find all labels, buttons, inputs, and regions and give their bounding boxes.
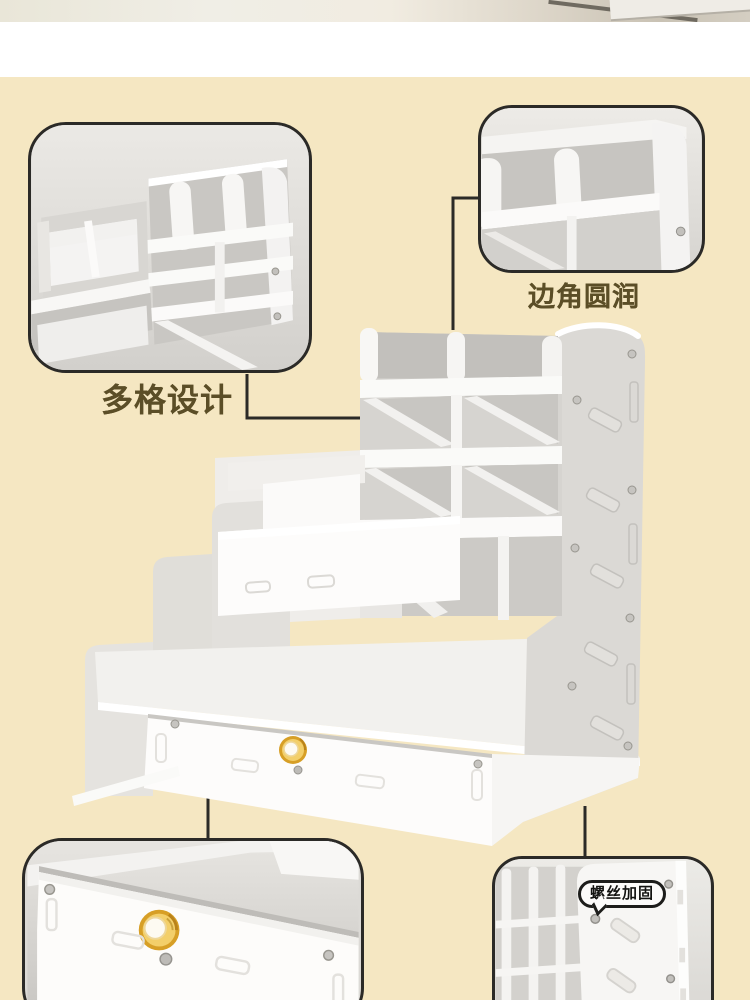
multi-compartment-closeup-photo (31, 125, 309, 370)
badge-screw-reinforced: 螺丝加固 (578, 880, 667, 908)
rounded-corner-closeup-photo (481, 108, 701, 270)
white-divider-band (0, 22, 750, 77)
callout-multi-compartment (28, 122, 312, 373)
callout-rounded-corner (478, 105, 705, 273)
drawer-knob-closeup-photo (27, 841, 359, 1000)
gold-crystal-knob (279, 736, 307, 775)
label-rounded-corners: 边角圆润 (528, 282, 640, 313)
main-product-photo (72, 322, 646, 846)
gold-crystal-knob-closeup (138, 909, 180, 966)
callout-screw-reinforced (492, 856, 714, 1000)
callout-drawer-detail (22, 838, 364, 1000)
previous-section-photo-strip (0, 0, 750, 22)
label-multi-grid-design: 多格设计 (101, 381, 234, 419)
